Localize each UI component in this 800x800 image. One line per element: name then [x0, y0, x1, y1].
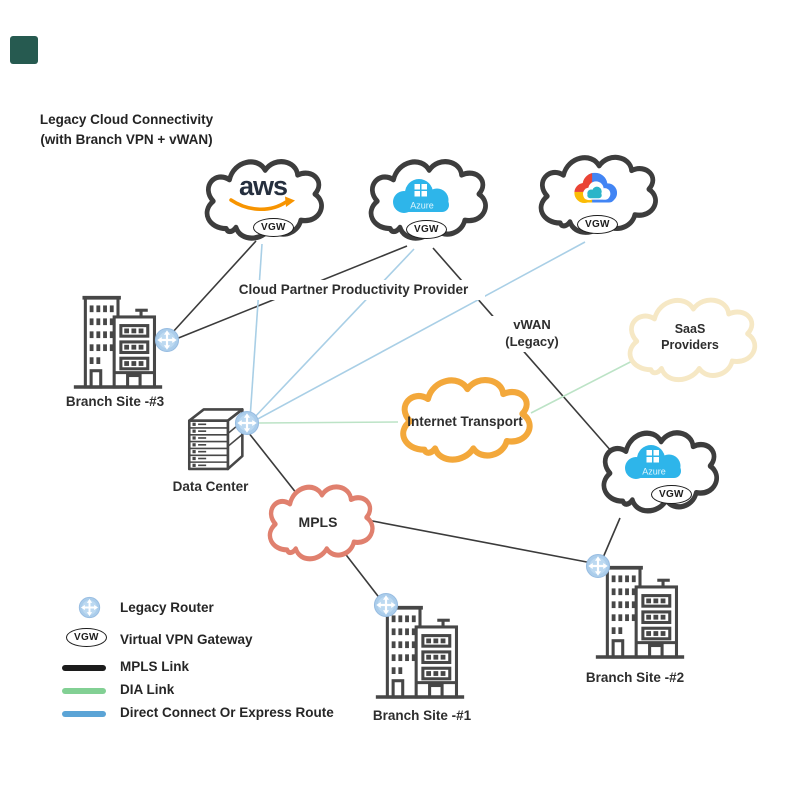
azure-logo-text: Azure — [410, 201, 434, 211]
branch3-building-icon — [71, 295, 165, 389]
legend-dia-swatch — [62, 688, 106, 694]
saas-line2: Providers — [661, 338, 719, 353]
aws-logo: aws — [229, 171, 295, 211]
vwan-legacy-label: vWAN (Legacy) — [478, 316, 586, 352]
aws-smile-arrow — [285, 196, 295, 207]
link-branch3-aws — [171, 240, 257, 334]
link-azurevwan-branch2 — [601, 517, 621, 561]
link-datacenter-azure-expressroute — [251, 248, 415, 421]
legend-vgw-badge: VGW — [66, 628, 107, 647]
azure-vwan-logo: Azure — [625, 445, 681, 479]
windows-flag-icon — [414, 184, 427, 197]
vwan-line1: vWAN — [513, 317, 551, 332]
link-mpls-branch1 — [339, 546, 382, 601]
vwan-line2: (Legacy) — [505, 333, 559, 349]
mpls-label: MPLS — [298, 514, 338, 530]
title-line2: (with Branch VPN + vWAN) — [40, 131, 213, 147]
aws-logo-text: aws — [239, 171, 287, 201]
internet-transport-label: Internet Transport — [407, 414, 523, 429]
google-vgw-badge: VGW — [577, 215, 618, 234]
azure-vwan-logo-text: Azure — [642, 467, 666, 477]
branch1-label: Branch Site -#1 — [372, 708, 472, 723]
data-center-router-icon — [234, 410, 260, 436]
link-datacenter-internet-dia — [257, 421, 399, 424]
corner-accent-square — [10, 36, 38, 64]
link-datacenter-aws-directconnect — [249, 243, 263, 420]
legend-mpls-label: MPLS Link — [120, 659, 190, 674]
legend-vgw-label: Virtual VPN Gateway — [120, 632, 253, 647]
saas-line1: SaaS — [674, 322, 706, 336]
branch3-router-icon — [154, 327, 180, 353]
title-line1: Legacy Cloud Connectivity — [39, 112, 214, 127]
azure-vwan-vgw-badge: VGW — [651, 485, 692, 504]
link-internet-saas-dia — [530, 356, 641, 414]
google-cloud-logo — [574, 172, 618, 203]
branch2-label: Branch Site -#2 — [585, 670, 685, 685]
legend-legacy-router-label: Legacy Router — [120, 600, 214, 615]
data-center-label: Data Center — [172, 479, 249, 494]
link-datacenter-mpls — [247, 431, 298, 495]
legend-direct-connect-label: Direct Connect Or Express Route — [120, 705, 334, 720]
page-title: Legacy Cloud Connectivity (with Branch V… — [34, 110, 219, 149]
link-mpls-branch2 — [361, 518, 593, 564]
windows-flag-icon — [646, 450, 659, 463]
azure-vgw-badge: VGW — [406, 220, 447, 239]
legend-dia-label: DIA Link — [120, 682, 175, 697]
aws-smile-icon — [229, 198, 288, 211]
branch1-router-icon — [373, 592, 399, 618]
cloud-partner-label: Cloud Partner Productivity Provider — [222, 280, 485, 300]
link-datacenter-google-directconnect — [253, 241, 586, 422]
legend-mpls-swatch — [62, 665, 106, 671]
aws-vgw-badge: VGW — [253, 218, 294, 237]
branch3-label: Branch Site -#3 — [65, 394, 165, 409]
branch2-router-icon — [585, 553, 611, 579]
azure-logo: Azure — [393, 179, 449, 213]
saas-label: SaaS Providers — [640, 321, 740, 354]
legend-router-icon — [78, 596, 101, 619]
legend-direct-connect-swatch — [62, 711, 106, 717]
